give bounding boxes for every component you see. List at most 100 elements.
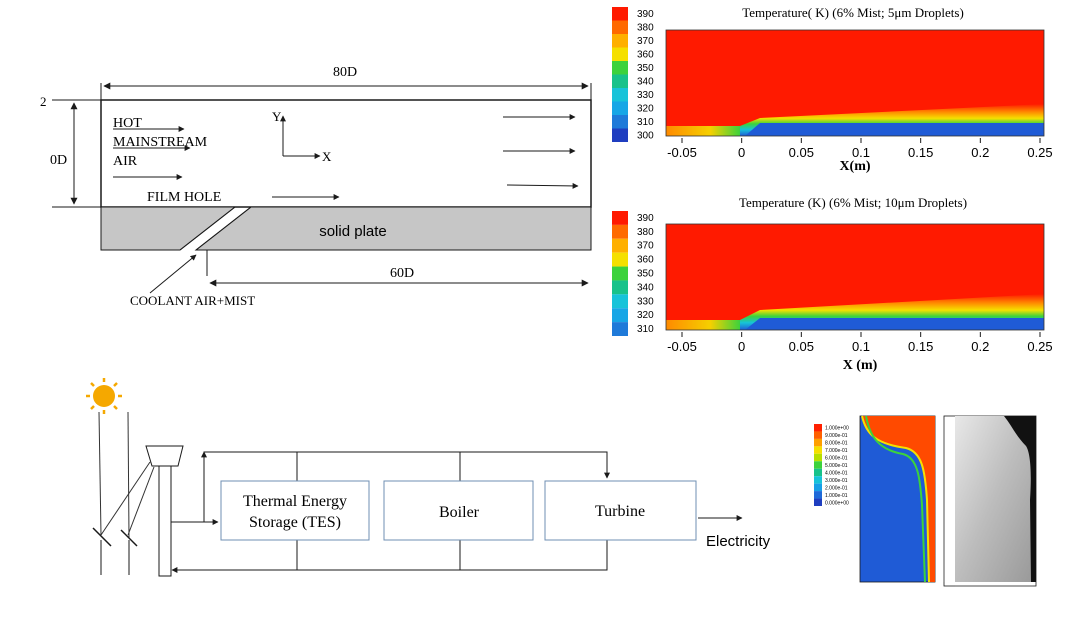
xaxis2-tick-label: 0 bbox=[738, 339, 745, 354]
xaxis2-tick-label: -0.05 bbox=[667, 339, 697, 354]
legend1-swatch bbox=[612, 7, 628, 21]
tes-label-line1: Thermal Energy bbox=[243, 493, 347, 510]
xaxis2-tick-label: 0.25 bbox=[1027, 339, 1052, 354]
legend1-value: 390 bbox=[637, 9, 654, 20]
heliostat-mirror-2 bbox=[120, 529, 138, 547]
contour-plot-2-inlet bbox=[666, 320, 740, 330]
legend2-value: 370 bbox=[637, 241, 654, 252]
legend1-swatch bbox=[612, 74, 628, 88]
legend2-swatch bbox=[612, 294, 628, 309]
vf-legend-swatch bbox=[814, 498, 822, 506]
solid-plate-label: solid plate bbox=[319, 223, 387, 240]
coolant-label: COOLANT AIR+MIST bbox=[130, 293, 255, 308]
contour-plot-1-inlet bbox=[666, 126, 740, 136]
legend2-swatch bbox=[612, 266, 628, 281]
legend2-value: 380 bbox=[637, 227, 654, 238]
vf-legend-swatch bbox=[814, 453, 822, 462]
vf-legend-value: 3.000e-01 bbox=[825, 478, 848, 484]
legend2-value: 340 bbox=[637, 282, 654, 293]
xaxis1-tick-label: 0 bbox=[738, 145, 745, 160]
contour-plot-2-frame bbox=[665, 223, 1045, 331]
legend2-swatch bbox=[612, 252, 628, 267]
legend1-swatch bbox=[612, 115, 628, 129]
turbine-label: Turbine bbox=[595, 503, 645, 520]
vf-legend-value: 2.000e-01 bbox=[825, 485, 848, 491]
xaxis2-tick-label: 0.05 bbox=[789, 339, 814, 354]
legend2-value: 320 bbox=[637, 310, 654, 321]
heliostat-mirror-1 bbox=[92, 527, 112, 547]
vf-legend-value: 7.000e-01 bbox=[825, 448, 848, 454]
contour-plot-2-cold-layer bbox=[745, 318, 1044, 330]
legend2-value: 360 bbox=[637, 255, 654, 266]
volume-fraction-interface-inner bbox=[865, 415, 926, 583]
legend2-value: 390 bbox=[637, 213, 654, 224]
contour-plot-1-xlabel: X(m) bbox=[839, 159, 870, 174]
sun-ray-2 bbox=[127, 411, 130, 539]
legend1-swatch bbox=[612, 128, 628, 142]
vf-legend-swatch bbox=[814, 424, 822, 432]
vf-legend-swatch bbox=[814, 446, 822, 454]
tes-box bbox=[220, 480, 370, 541]
solar-tower bbox=[158, 465, 172, 577]
left-top-tick-label: 2 bbox=[40, 94, 47, 109]
film-hole-wall-downstream bbox=[195, 206, 252, 251]
turbine-box bbox=[544, 480, 697, 541]
vf-legend-swatch bbox=[814, 438, 822, 447]
legend1-value: 360 bbox=[637, 49, 654, 60]
contour-plot-2-xlabel: X (m) bbox=[843, 358, 878, 373]
xaxis1-tick-label: 0.05 bbox=[789, 145, 814, 160]
legend1-value: 380 bbox=[637, 22, 654, 33]
coolant-arrow bbox=[149, 254, 197, 294]
electricity-label: Electricity bbox=[706, 533, 771, 550]
legend1-value: 310 bbox=[637, 117, 654, 128]
downstream-arrow-3 bbox=[506, 182, 579, 189]
vf-legend-swatch bbox=[814, 491, 822, 499]
boiler-label: Boiler bbox=[439, 504, 480, 521]
legend2-swatch bbox=[612, 211, 628, 225]
legend1-swatch bbox=[612, 20, 628, 34]
legend1-value: 340 bbox=[637, 76, 654, 87]
legend2-value: 330 bbox=[637, 296, 654, 307]
legend1-value: 320 bbox=[637, 103, 654, 114]
xaxis1-tick-label: 0.15 bbox=[908, 145, 933, 160]
vf-legend-swatch bbox=[814, 431, 822, 439]
legend2-swatch bbox=[612, 224, 628, 239]
volume-fraction-figure: 1.000e+009.000e-018.000e-017.000e-016.00… bbox=[814, 415, 1037, 587]
volume-fraction-interface bbox=[861, 415, 930, 583]
contour-plot-1-cold-layer bbox=[745, 123, 1044, 136]
contour-plot-1-frame bbox=[665, 29, 1045, 137]
reflected-ray-1 bbox=[100, 461, 151, 536]
legend2-swatch bbox=[612, 308, 628, 323]
vf-legend-value: 1.000e-01 bbox=[825, 493, 848, 499]
legend1-swatch bbox=[612, 88, 628, 102]
legend2-swatch bbox=[612, 238, 628, 253]
hot-label: HOT bbox=[113, 116, 142, 131]
legend1-value: 300 bbox=[637, 130, 654, 141]
sun-ray-1 bbox=[98, 411, 102, 536]
vf-legend-value: 6.000e-01 bbox=[825, 456, 848, 462]
vf-legend-swatch bbox=[814, 476, 822, 484]
mainstream-label: MAINSTREAM bbox=[113, 135, 208, 150]
dim-80d-label: 80D bbox=[333, 65, 357, 80]
vf-legend-swatch bbox=[814, 461, 822, 469]
experimental-photo-bubble bbox=[955, 416, 1031, 582]
sun-icon bbox=[86, 378, 122, 414]
volume-fraction-legend: 1.000e+009.000e-018.000e-017.000e-016.00… bbox=[814, 424, 849, 506]
dim-60d-label: 60D bbox=[390, 266, 414, 281]
vf-legend-value: 4.000e-01 bbox=[825, 470, 848, 476]
vf-legend-value: 1.000e+00 bbox=[825, 426, 849, 432]
xaxis1-tick-label: -0.05 bbox=[667, 145, 697, 160]
legend1-swatch bbox=[612, 61, 628, 75]
hot-loop-line bbox=[203, 451, 610, 522]
reflected-ray-2 bbox=[127, 466, 155, 536]
legend2-swatch bbox=[612, 280, 628, 295]
xaxis2-tick-label: 0.1 bbox=[852, 339, 870, 354]
solar-system-diagram: Thermal Energy Storage (TES) Boiler Turb… bbox=[86, 378, 771, 577]
tower-receiver bbox=[145, 445, 184, 467]
y-axis-label: Y bbox=[272, 109, 282, 124]
legend1-swatch bbox=[612, 34, 628, 48]
